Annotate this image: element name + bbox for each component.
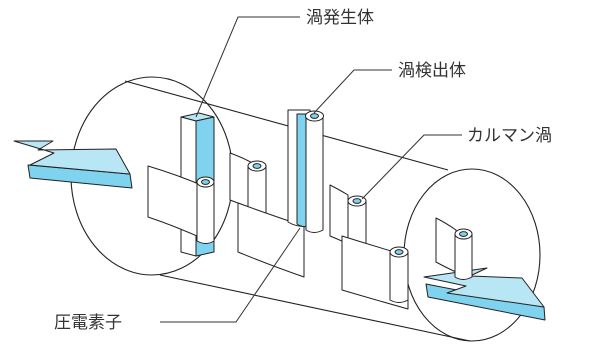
wake-unit-2	[229, 152, 305, 278]
vortex-detector-rod	[287, 109, 324, 233]
leader-vortex-detector	[313, 69, 392, 114]
inflow-arrow-top	[13, 140, 131, 175]
piezo-rod-1-core	[201, 179, 210, 185]
wake-sheet-5	[435, 217, 457, 273]
pipe-top-edge	[124, 80, 449, 171]
wake-rod-5-core	[459, 231, 468, 237]
label-vortex-detector: 渦検出体	[398, 61, 466, 81]
detector-rod-core	[310, 113, 319, 119]
outflow-arrow-top	[423, 267, 545, 308]
detector-rod-body	[305, 115, 324, 233]
piezo-rod-1	[196, 181, 215, 244]
leader-piezo-element	[160, 227, 301, 323]
wake-rod-5	[454, 233, 473, 280]
leader-lines	[160, 16, 462, 323]
wake-rod-4-core	[394, 249, 404, 255]
wake-rod-4	[389, 251, 409, 303]
wake-unit-3	[329, 184, 409, 310]
wake-unit-5	[435, 217, 473, 280]
wake-rod-2-core	[252, 163, 262, 169]
piezo-unit-1	[147, 165, 215, 244]
label-vortex-generator: 渦発生体	[306, 8, 374, 28]
wake-sheet-3a	[329, 184, 349, 245]
outflow-arrow	[423, 267, 546, 321]
leader-vortex-generator	[195, 16, 300, 118]
leader-karman-vortex	[361, 134, 462, 200]
pipe-bottom-edge	[159, 274, 471, 342]
pipe-cylinder	[70, 76, 541, 342]
inflow-arrow	[13, 140, 133, 189]
label-karman-vortex: カルマン渦	[467, 126, 552, 146]
label-piezo-element: 圧電素子	[54, 313, 122, 333]
wake-rod-3-core	[352, 198, 362, 204]
